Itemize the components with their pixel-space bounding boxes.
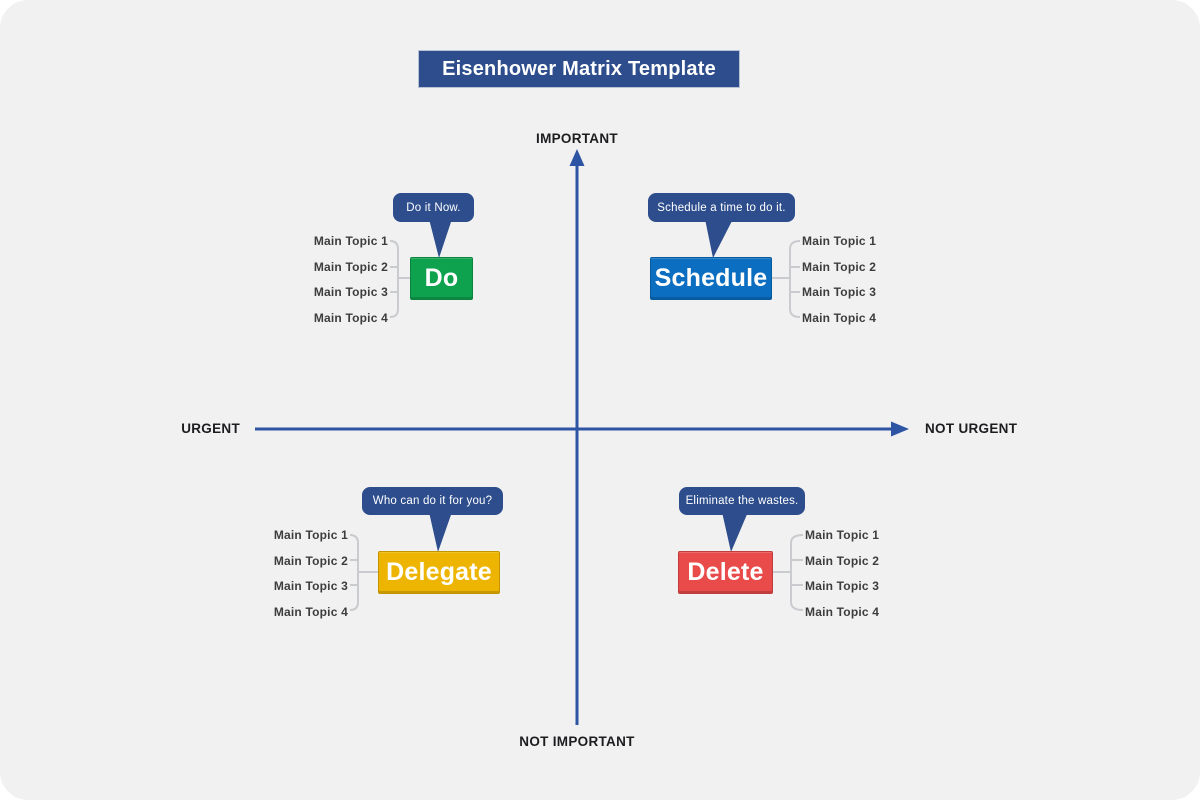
topic-item[interactable]: Main Topic 2 xyxy=(802,259,877,274)
tooltip-tail-do xyxy=(429,219,452,258)
topic-item[interactable]: Main Topic 2 xyxy=(313,259,388,274)
tooltip-tail-delegate xyxy=(429,512,452,552)
axis-label-not-urgent: NOT URGENT xyxy=(925,421,1018,436)
topic-item[interactable]: Main Topic 3 xyxy=(805,579,880,593)
node-box-delete[interactable]: Delete xyxy=(678,551,773,594)
tooltip-tail-schedule xyxy=(705,219,733,258)
node-box-delegate[interactable]: Delegate xyxy=(378,551,500,594)
axis-label-not-important: NOT IMPORTANT xyxy=(519,734,635,749)
arrow-right-icon xyxy=(891,421,909,437)
topic-list-delegate: Main Topic 1 Main Topic 2 Main Topic 3 M… xyxy=(274,527,348,620)
topic-connector-schedule xyxy=(771,240,801,318)
topic-item[interactable]: Main Topic 4 xyxy=(802,310,877,325)
tooltip-bubble-delete[interactable]: Eliminate the wastes. xyxy=(679,487,805,515)
topic-item[interactable]: Main Topic 3 xyxy=(313,285,388,299)
topic-connector-delete xyxy=(772,534,804,611)
topic-list-schedule: Main Topic 1 Main Topic 2 Main Topic 3 M… xyxy=(802,233,876,326)
topic-item[interactable]: Main Topic 1 xyxy=(802,234,877,248)
topic-connector-delegate xyxy=(349,534,379,611)
topic-item[interactable]: Main Topic 3 xyxy=(802,285,877,299)
tooltip-bubble-schedule[interactable]: Schedule a time to do it. xyxy=(648,193,795,222)
topic-item[interactable]: Main Topic 2 xyxy=(805,553,880,568)
topic-item[interactable]: Main Topic 4 xyxy=(273,604,348,619)
topic-list-do: Main Topic 1 Main Topic 2 Main Topic 3 M… xyxy=(314,233,388,326)
topic-item[interactable]: Main Topic 4 xyxy=(313,310,388,325)
axis-label-important: IMPORTANT xyxy=(536,131,618,146)
tooltip-tail-delete xyxy=(722,512,748,552)
topic-item[interactable]: Main Topic 1 xyxy=(273,528,348,542)
topic-list-delete: Main Topic 1 Main Topic 2 Main Topic 3 M… xyxy=(805,527,879,620)
topic-item[interactable]: Main Topic 2 xyxy=(273,553,348,568)
topic-connector-do xyxy=(389,240,411,318)
topic-item[interactable]: Main Topic 3 xyxy=(273,579,348,593)
tooltip-bubble-delegate[interactable]: Who can do it for you? xyxy=(362,487,503,515)
topic-item[interactable]: Main Topic 1 xyxy=(805,528,880,542)
topic-item[interactable]: Main Topic 1 xyxy=(313,234,388,248)
topic-item[interactable]: Main Topic 4 xyxy=(805,604,880,619)
tooltip-bubble-do[interactable]: Do it Now. xyxy=(393,193,474,222)
page-title[interactable]: Eisenhower Matrix Template xyxy=(418,50,740,88)
node-box-schedule[interactable]: Schedule xyxy=(650,257,772,300)
node-box-do[interactable]: Do xyxy=(410,257,473,300)
axis-label-urgent: URGENT xyxy=(181,421,240,436)
arrow-up-icon xyxy=(569,149,585,166)
